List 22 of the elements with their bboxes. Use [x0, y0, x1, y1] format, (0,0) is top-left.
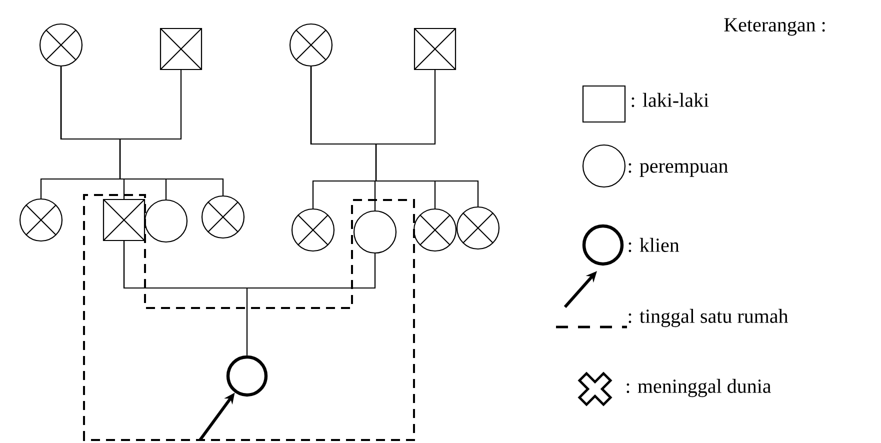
connector-line	[310, 66, 479, 206]
circle-symbol	[353, 210, 397, 254]
deceased-circle-symbol	[201, 195, 245, 239]
deceased-circle-symbol	[456, 206, 500, 250]
legend-text: : laki-laki	[632, 92, 709, 108]
legend-text: : perempuan	[628, 163, 728, 177]
circle-symbol	[144, 199, 188, 243]
legend-text: : tinggal satu rumah	[628, 308, 788, 328]
deceased-circle-symbol	[291, 208, 335, 252]
connector-line	[60, 66, 224, 196]
legend-heading: Keterangan :	[724, 18, 825, 36]
deceased-circle-symbol	[413, 208, 457, 252]
client-circle-symbol	[226, 355, 268, 397]
connector-line	[123, 241, 248, 356]
deceased-circle-symbol	[289, 23, 333, 67]
legend-text: : klien	[628, 238, 680, 252]
deceased-circle-symbol	[19, 198, 63, 242]
deceased-square-symbol	[160, 28, 202, 70]
deceased-square-symbol	[102, 198, 146, 242]
legend-text: : meninggal dunia	[626, 378, 772, 398]
deceased-circle-symbol	[39, 23, 83, 67]
deceased-square-symbol	[414, 28, 456, 70]
